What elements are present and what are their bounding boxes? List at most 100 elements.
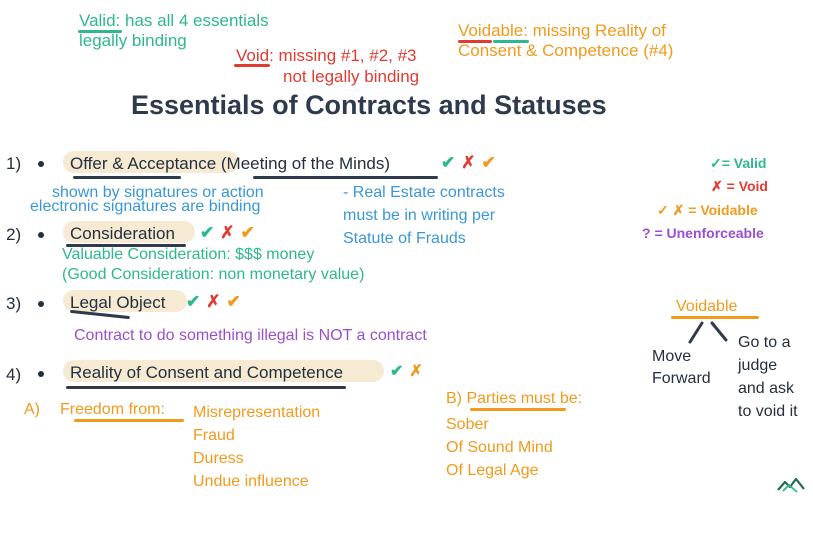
valid-underline [78,30,122,33]
status-marks-2: ✔ ✗ ✔ [200,224,261,241]
check-mark: ✔ [200,223,215,242]
tree-right-line2: judge [738,357,778,374]
freedom-list: Misrepresentation Fraud Duress Undue inf… [193,401,320,493]
bullet-3 [38,301,44,307]
x-mark: ✗ [206,292,221,311]
legend-valid-text: = Valid [721,155,767,171]
status-marks-3: ✔ ✗ ✔ [186,293,247,310]
parties-prefix: B) [446,390,467,407]
check-mark: ✔ [240,223,255,242]
logo-icon [777,477,805,493]
valid-text: has all 4 essentials [120,11,269,30]
legend-void: ✗ = Void [711,179,768,193]
essential-underline-1b [253,176,438,179]
parties-item: Of Sound Mind [446,439,553,456]
check-mark: ✔ [186,292,201,311]
note-real-estate-1: - Real Estate contracts [343,184,505,201]
void-text: : missing #1, #2, #3 [269,46,417,65]
voidable-underline-red [458,40,492,43]
essential-1: Offer & Acceptance (Meeting of the Minds… [70,155,390,172]
freedom-underline [74,419,184,422]
freedom-prefix: A) [24,401,40,418]
note-electronic: electronic signatures are binding [30,198,261,215]
essential-extra-1: (Meeting of the Minds) [216,154,391,173]
void-line2: not legally binding [283,67,420,86]
voidable-tree-right: Go to a judge and ask to void it [738,331,798,423]
check-mark: ✔ [481,153,496,172]
highlight-2 [63,221,195,243]
freedom-item: Duress [193,450,244,467]
freedom-item: Misrepresentation [193,404,321,421]
voidable-tree-root: Voidable [676,298,738,315]
freedom-item: Fraud [193,427,235,444]
essential-label-4: Reality of Consent and Competence [70,363,344,382]
parties-underline [470,408,566,411]
valid-note: Valid: has all 4 essentials legally bind… [79,12,269,49]
parties-label: Parties must be: [466,390,583,407]
x-mark: ✗ [220,223,235,242]
essential-label-2: Consideration [70,224,175,243]
tree-left-line2: Forward [652,370,711,387]
parties-item: Sober [446,416,489,433]
bullet-4 [38,371,44,377]
parties-list: Sober Of Sound Mind Of Legal Age [446,413,553,482]
essential-underline-4 [66,386,346,389]
tree-left-line1: Move [652,348,692,365]
page-title: Essentials of Contracts and Statuses [131,90,607,120]
x-icon: ✗ [711,178,723,194]
void-note: Void: missing #1, #2, #3 [236,47,417,64]
legend-void-text: = Void [722,178,768,194]
void-underline [234,64,270,67]
note-illegal: Contract to do something illegal is NOT … [74,327,427,344]
voidable-tree-left: Move Forward [652,346,711,390]
essential-number-3: 3) [6,294,22,313]
note-real-estate-3: Statute of Frauds [343,230,466,247]
check-x-icon: ✓ ✗ [657,202,685,218]
note-real-estate-2: must be in writing per [343,207,496,224]
essential-underline-2 [66,244,186,247]
tree-right-line4: to void it [738,403,798,420]
voidable-tree-underline [671,316,759,319]
note-good: (Good Consideration: non monetary value) [62,266,365,283]
check-mark: ✔ [226,292,241,311]
check-mark: ✔ [441,153,456,172]
freedom-item: Undue influence [193,473,309,490]
voidable-note: Voidable: missing Reality of Consent & C… [458,22,673,59]
highlight-4 [63,360,384,382]
essential-number-4: 4) [6,365,22,384]
essential-label-1: Offer & Acceptance [70,154,217,173]
voidable-underline-teal [493,40,529,43]
check-mark: ✔ [390,363,404,380]
x-mark: ✗ [409,363,423,380]
highlight-1 [63,151,239,173]
status-marks-4: ✔✗ [390,364,429,380]
valid-label: Valid: [79,11,121,30]
status-marks-1: ✔ ✗ ✔ [441,154,502,171]
x-mark: ✗ [461,153,476,172]
voidable-label: Voidable [458,21,524,40]
question-icon: ? [642,225,651,241]
parties-heading: B) Parties must be: [446,391,582,407]
note-valuable: Valuable Consideration: $$$ money [62,246,315,263]
valid-line2: legally binding [79,31,187,50]
essential-number-1: 1) [6,154,22,173]
legend-valid: ✓= Valid [710,156,766,170]
note-signatures: shown by signatures or action [52,184,264,201]
bullet-1 [38,161,44,167]
voidable-line2: Consent & Competence (#4) [458,41,674,60]
tree-right-line1: Go to a [738,334,791,351]
legend-unenforceable-text: = Unenforceable [650,225,764,241]
voidable-text: : missing Reality of [523,21,666,40]
essential-label-3: Legal Object [70,293,166,312]
void-label: Void [236,46,270,65]
parties-item: Of Legal Age [446,462,539,479]
check-icon: ✓ [710,155,722,171]
branch-lines [688,321,728,344]
legend-unenforceable: ? = Unenforceable [642,226,764,240]
essential-number-2: 2) [6,225,22,244]
legend-voidable-text: = Voidable [684,202,758,218]
tree-right-line3: and ask [738,380,795,397]
legend-voidable: ✓ ✗ = Voidable [657,203,758,217]
highlight-3 [63,290,187,312]
freedom-label: Freedom from: [60,401,165,418]
